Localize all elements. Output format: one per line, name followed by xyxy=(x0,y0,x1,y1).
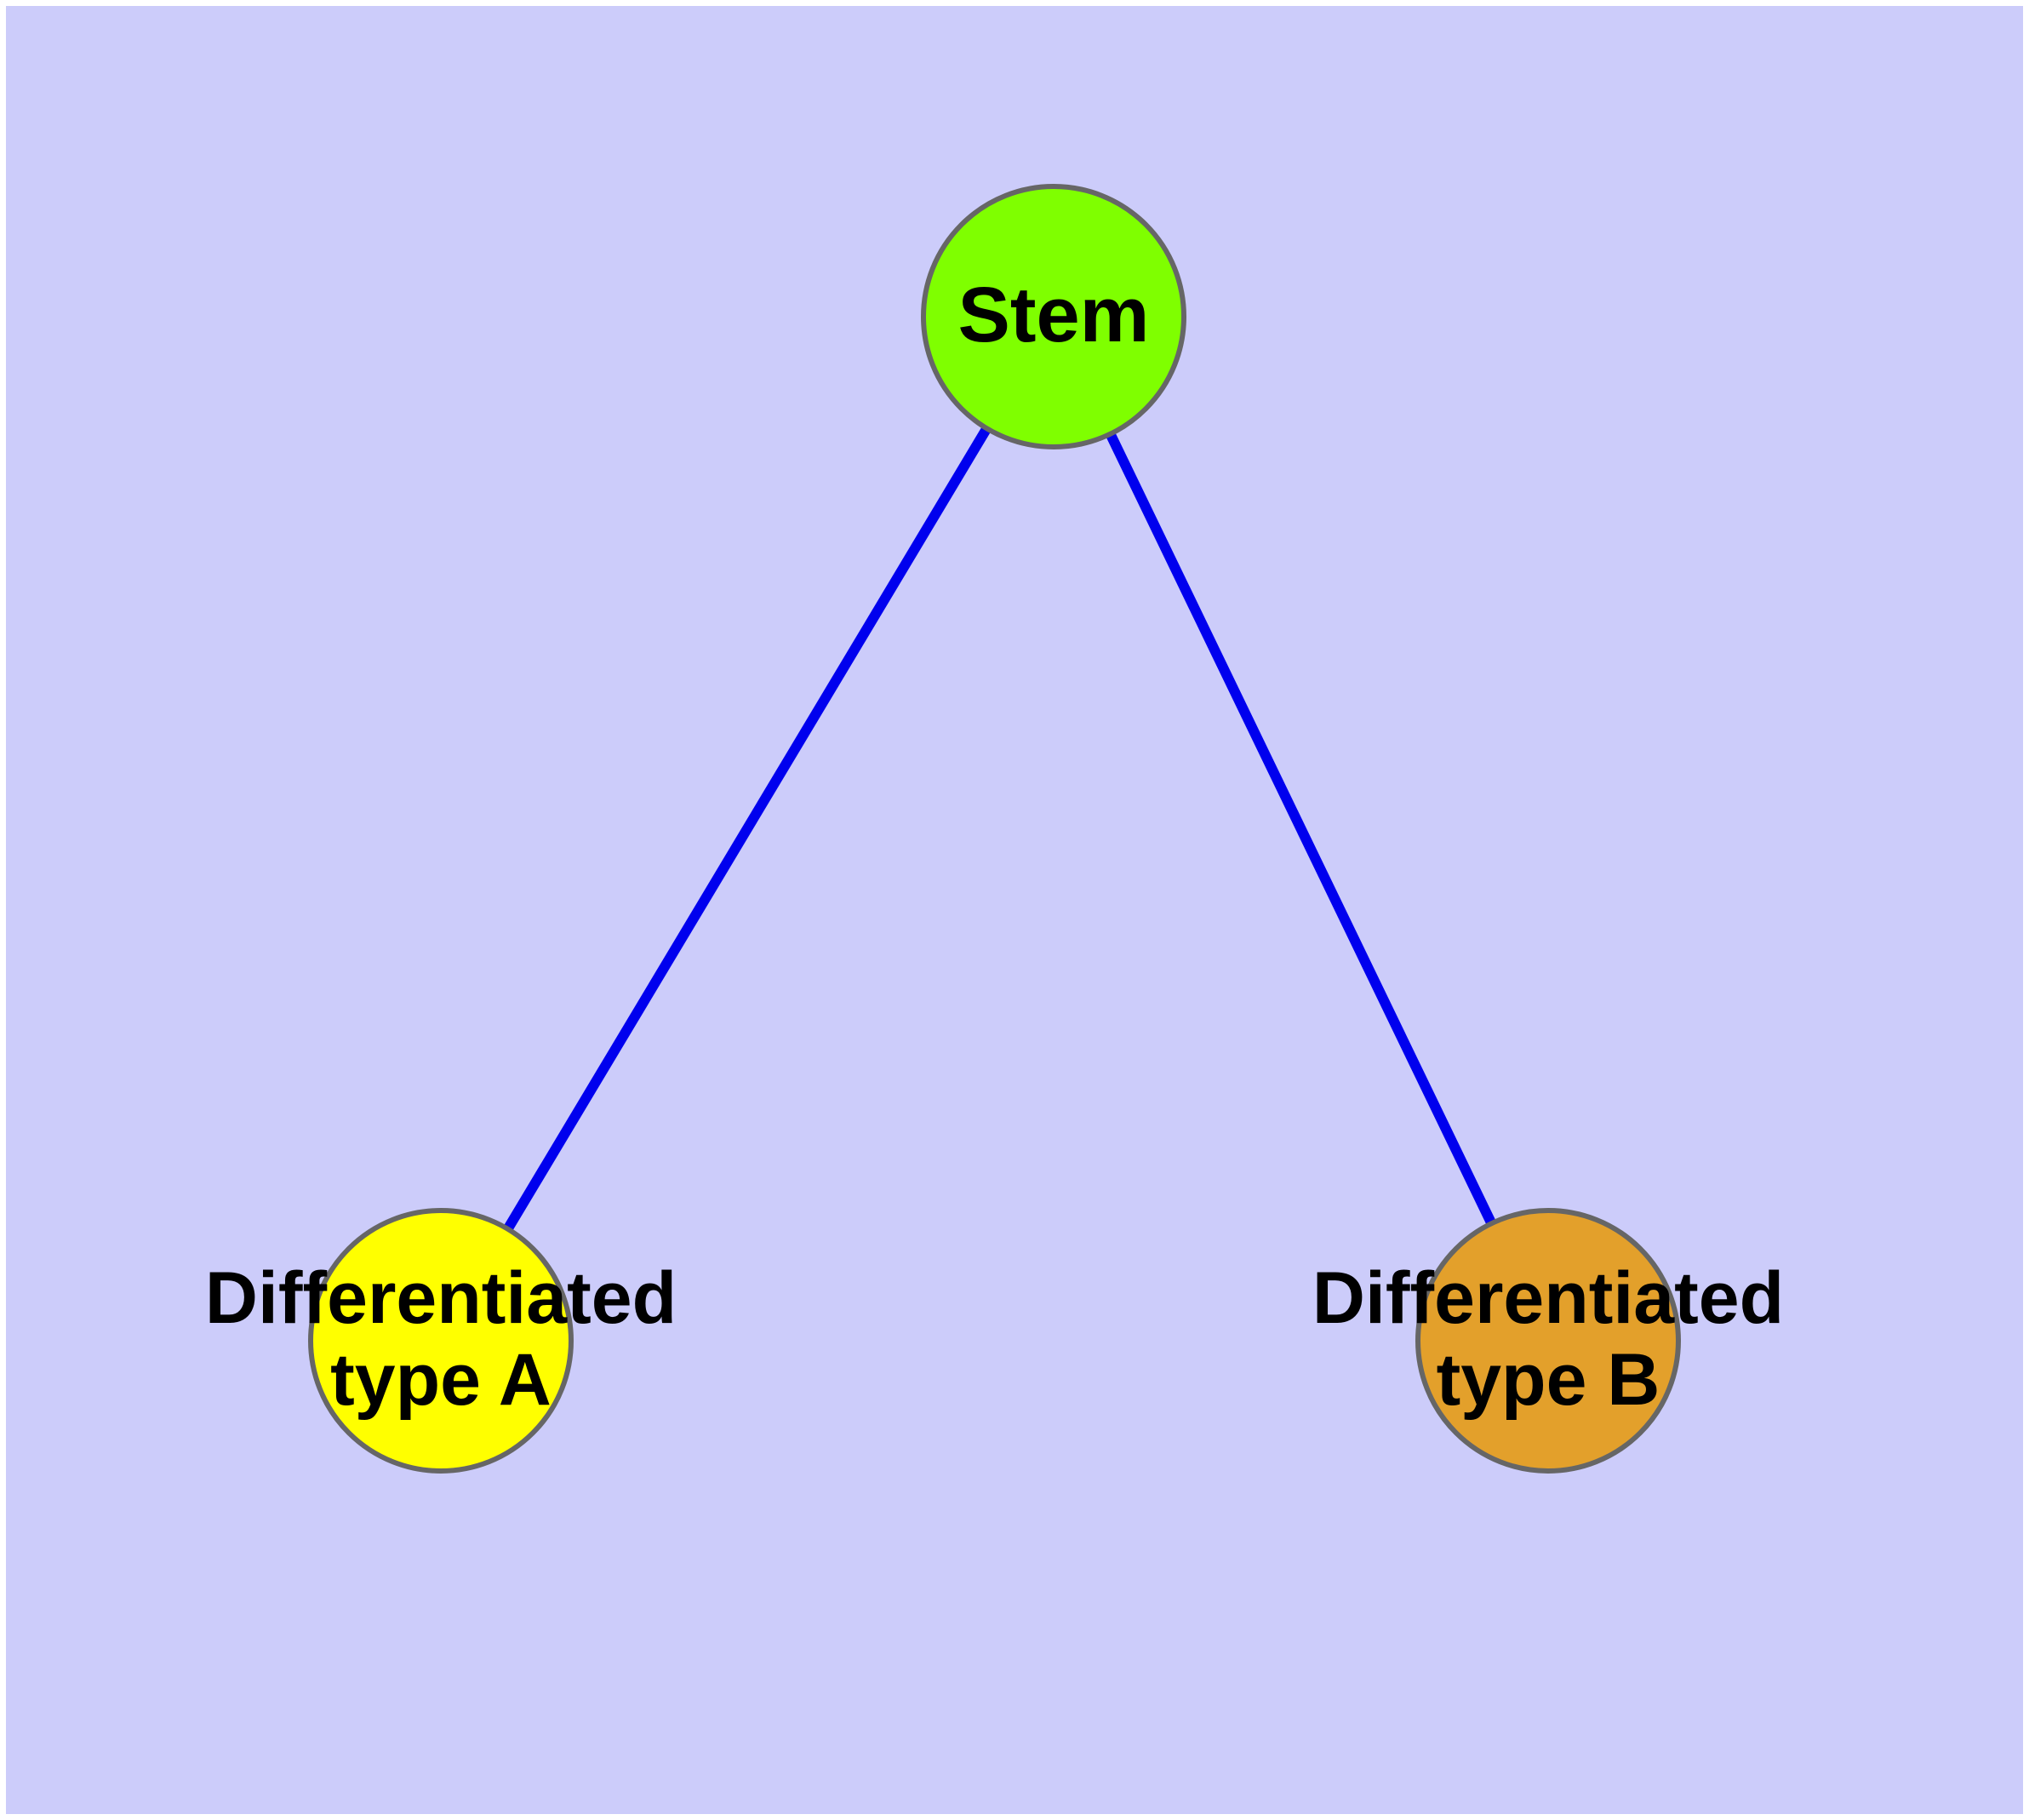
graph-node-stem[interactable]: Stem xyxy=(921,184,1186,449)
node-label-line: type A xyxy=(330,1339,552,1421)
node-label-line: Stem xyxy=(958,272,1150,358)
node-circle-diff_a[interactable] xyxy=(308,1208,574,1474)
node-label-stem: Stem xyxy=(958,272,1150,358)
node-circle-stem[interactable] xyxy=(921,184,1186,449)
node-label-line: type B xyxy=(1437,1339,1660,1421)
graph-edge-stem-to-a xyxy=(500,421,994,1237)
graph-edge-stem-to-b xyxy=(1103,426,1499,1231)
node-circle-diff_b[interactable] xyxy=(1415,1208,1681,1474)
node-label-line: Differentiated xyxy=(1312,1257,1784,1339)
node-label-line: Differentiated xyxy=(205,1257,677,1339)
edge-layer xyxy=(500,421,1499,1237)
